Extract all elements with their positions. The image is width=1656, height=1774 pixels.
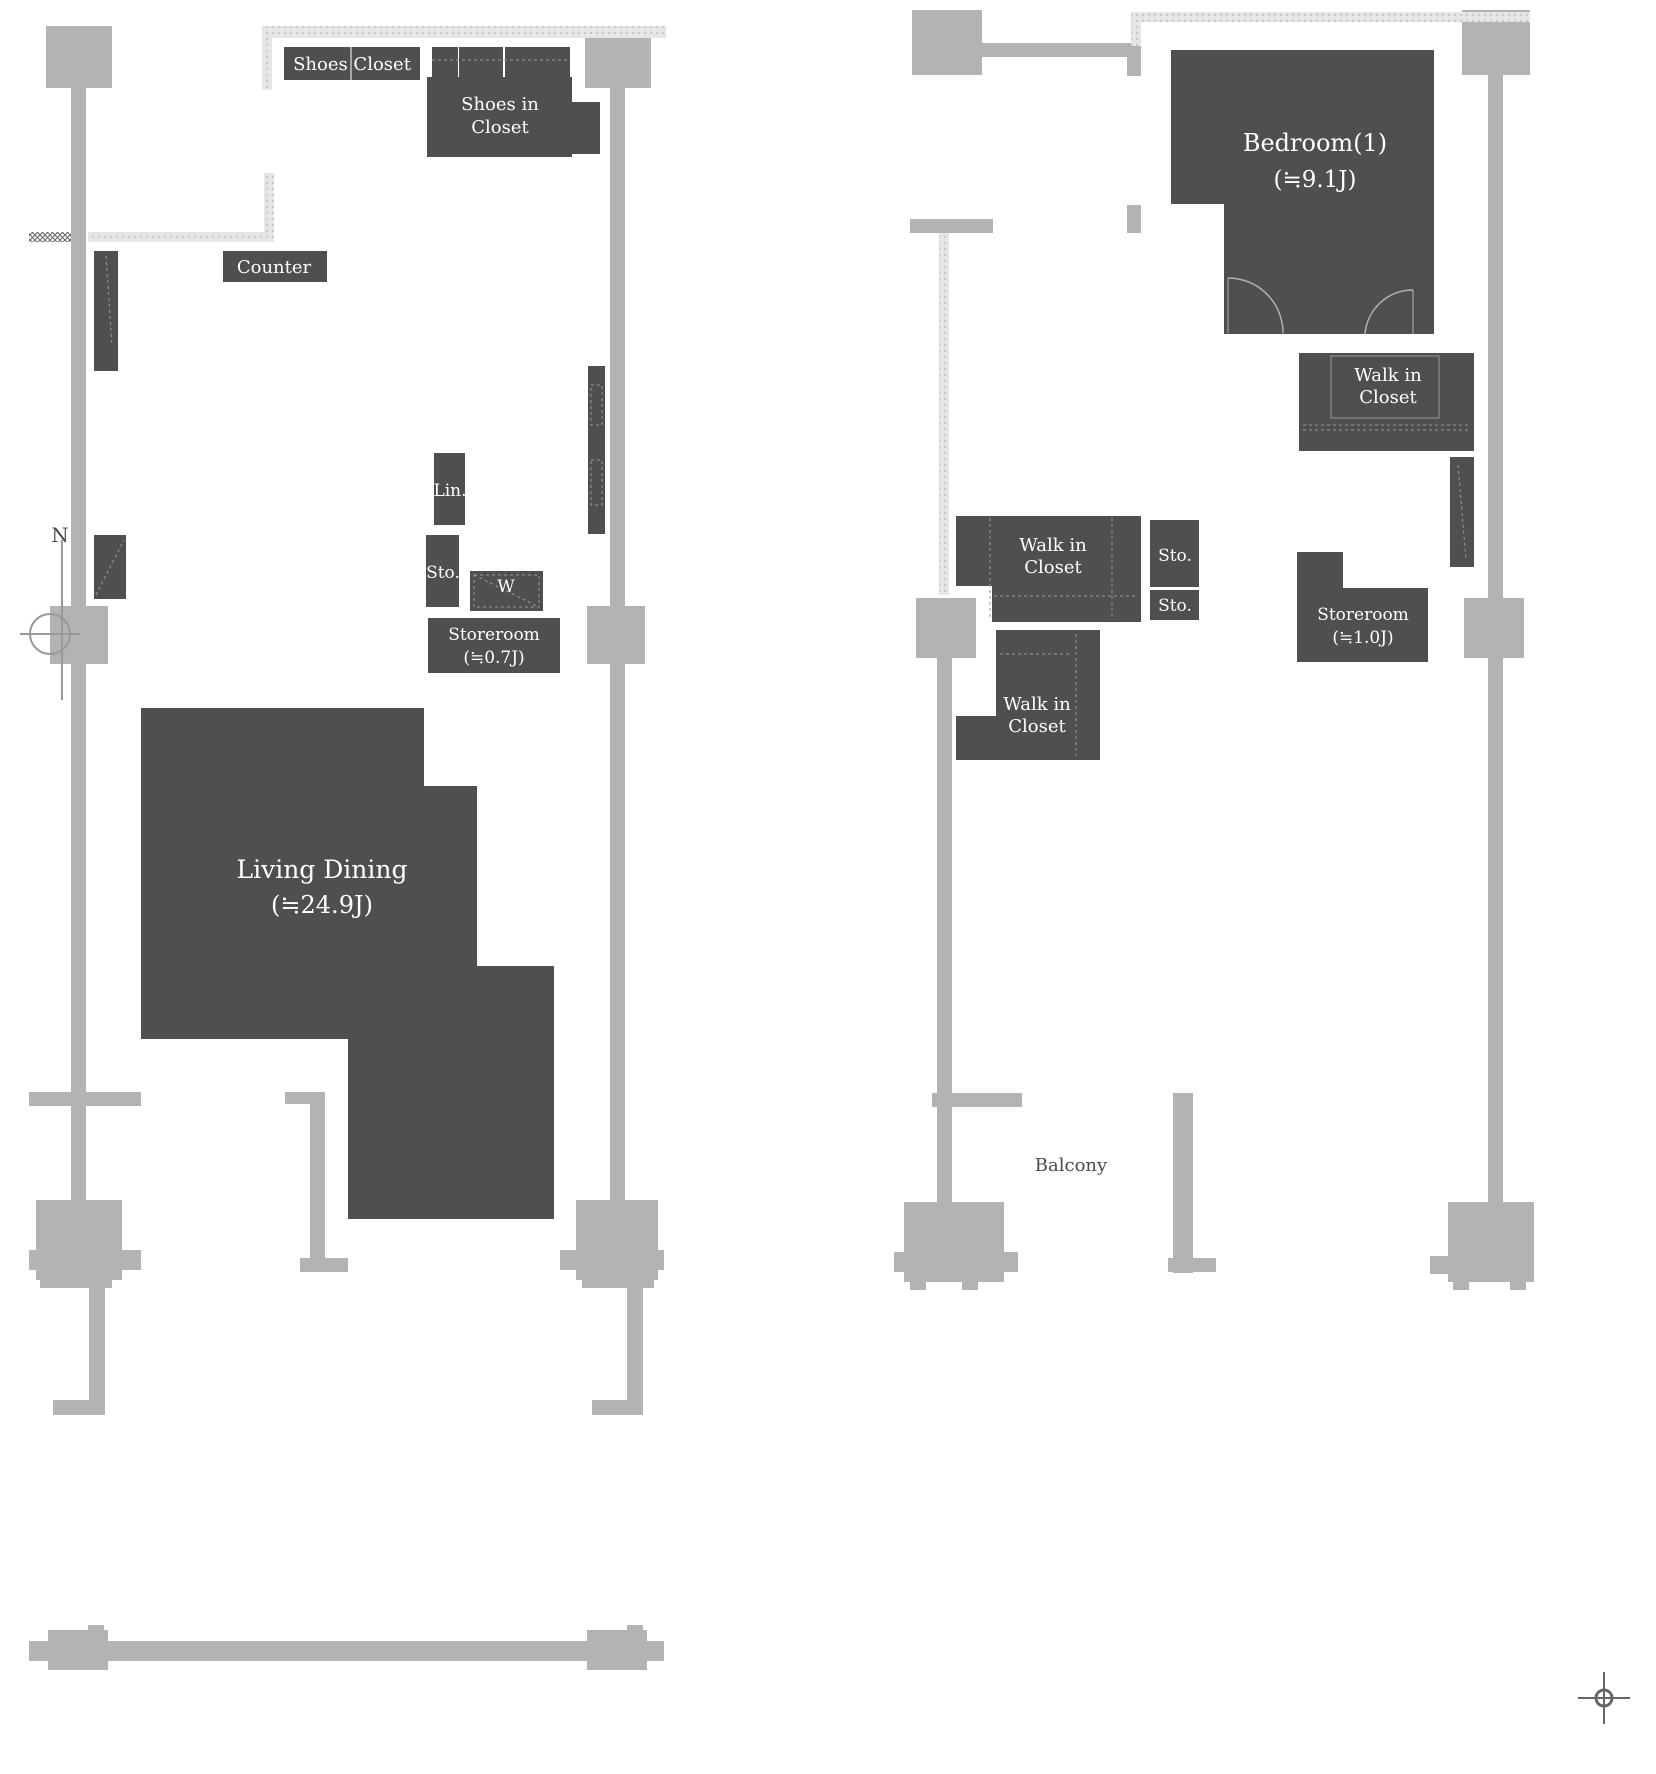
- walk-in-closet-a: [1299, 353, 1474, 451]
- lower-fixtures: [94, 251, 605, 599]
- storeroom-upper-area: (≒1.0J): [1332, 628, 1393, 648]
- storeroom-lower-area: (≒0.7J): [463, 648, 524, 668]
- storeroom-lower-label: Storeroom: [448, 625, 540, 645]
- counter-label: Counter: [237, 257, 312, 278]
- walk-in-closet-c-label-line2: Closet: [1008, 716, 1066, 737]
- storeroom-lower: [428, 618, 560, 673]
- shoes-closet-label: Shoes Closet: [293, 54, 412, 75]
- upper-floor: Bedroom(1) (≒9.1J) Walk in Closet Walk i…: [894, 10, 1534, 1290]
- bedroom-1-area: (≒9.1J): [1273, 167, 1356, 193]
- bedroom-1: [1171, 50, 1434, 334]
- storage-1-label: Sto.: [1158, 546, 1192, 566]
- living-dining-room: [141, 708, 554, 1219]
- upper-fixture: [1450, 457, 1474, 567]
- storage-2-label: Sto.: [1158, 596, 1192, 616]
- shoes-closet: [284, 47, 420, 80]
- washer-label: W: [497, 577, 515, 597]
- lower-floor: Living Dining (≒24.9J) Shoes Closet Shoe…: [20, 26, 666, 1670]
- walk-in-closet-b-label-line2: Closet: [1024, 557, 1082, 578]
- linen-label: Lin.: [433, 481, 466, 501]
- shoes-in-closet-label-line2: Closet: [471, 117, 529, 138]
- storeroom-upper: [1297, 552, 1428, 662]
- living-dining-label: Living Dining: [236, 855, 407, 884]
- upper-partition-walls: [939, 12, 1530, 595]
- storage-label: Sto.: [426, 563, 460, 583]
- lower-partition-walls: [29, 26, 666, 242]
- shoes-in-closet-label-line1: Shoes in: [461, 94, 539, 115]
- storage-2: [1150, 590, 1199, 620]
- storeroom-upper-label: Storeroom: [1317, 605, 1409, 625]
- balcony-label: Balcony: [1035, 1155, 1108, 1176]
- storage-1: [1150, 520, 1199, 587]
- walk-in-closet-c-label-line1: Walk in: [1003, 694, 1071, 715]
- shoes-in-closet: [427, 47, 600, 157]
- north-arrow-icon: [20, 540, 80, 700]
- walk-in-closet-b-label-line1: Walk in: [1019, 535, 1087, 556]
- walk-in-closet-a-label-line2: Closet: [1359, 387, 1417, 408]
- linen-closet: [434, 453, 465, 525]
- lower-structure-walls: [29, 26, 664, 1670]
- living-dining-area: (≒24.9J): [271, 891, 373, 919]
- walk-in-closet-c: [956, 630, 1100, 760]
- north-label: N: [51, 523, 69, 547]
- compass-icon: [1578, 1672, 1630, 1724]
- walk-in-closet-b: [956, 516, 1141, 622]
- walk-in-closet-a-label-line1: Walk in: [1354, 365, 1422, 386]
- bedroom-1-label: Bedroom(1): [1243, 129, 1387, 157]
- counter: [223, 251, 327, 282]
- storage-closet: [426, 535, 459, 607]
- upper-structure-walls: [894, 10, 1534, 1290]
